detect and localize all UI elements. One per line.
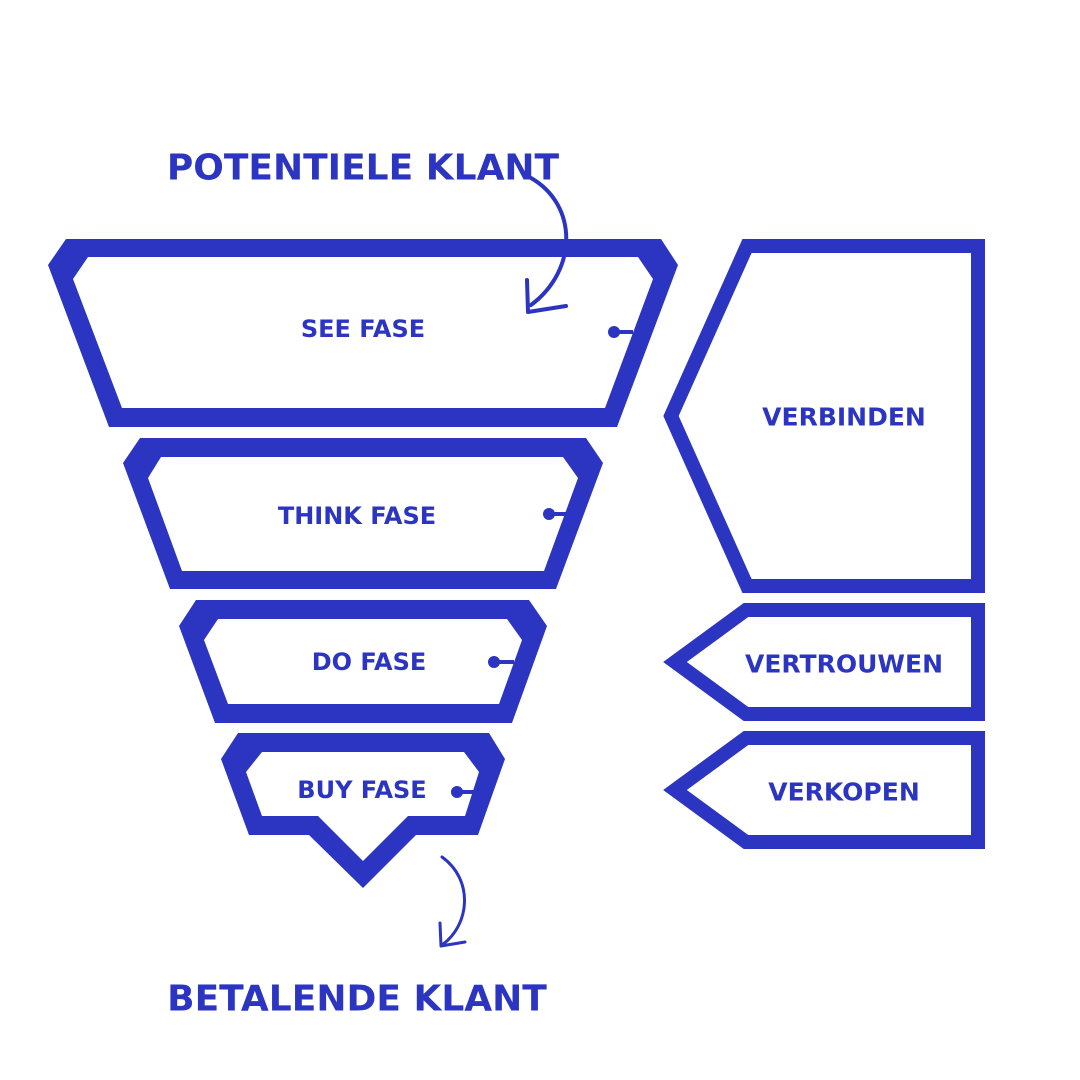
funnel-level-buy: BUY FASE: [221, 733, 505, 888]
bottom-label: BETALENDE KLANT: [167, 979, 547, 1020]
funnel-level-buy-label: BUY FASE: [297, 776, 426, 804]
side-tag-verkopen-shape: [663, 731, 985, 849]
side-tag-verbinden-label: VERBINDEN: [762, 403, 926, 432]
side-tag-verkopen-label: VERKOPEN: [768, 778, 920, 807]
funnel-level-think-label: THINK FASE: [278, 502, 436, 530]
side-tag-vertrouwen-shape: [663, 603, 985, 721]
side-tag-vertrouwen-label: VERTROUWEN: [745, 650, 943, 679]
funnel-level-think: THINK FASE: [123, 438, 603, 589]
curved-arrow-top-icon: [525, 176, 569, 314]
funnel-level-see-label: SEE FASE: [301, 315, 425, 343]
funnel-level-do: DO FASE: [179, 600, 547, 723]
funnel-level-see-shape: [48, 239, 678, 427]
side-tag-verbinden-shape: [663, 239, 985, 593]
side-tag-verbinden: VERBINDEN: [663, 239, 985, 593]
top-label: POTENTIELE KLANT: [167, 148, 560, 189]
curved-arrow-bottom-icon: [438, 855, 467, 948]
funnel-level-buy-shape: [221, 733, 505, 888]
funnel-level-think-shape: [123, 438, 603, 589]
funnel-level-see: SEE FASE: [48, 239, 678, 427]
side-tag-verkopen: VERKOPEN: [663, 731, 985, 849]
side-tag-vertrouwen: VERTROUWEN: [663, 603, 985, 721]
funnel-level-do-shape: [179, 600, 547, 723]
funnel-level-do-label: DO FASE: [312, 648, 427, 676]
